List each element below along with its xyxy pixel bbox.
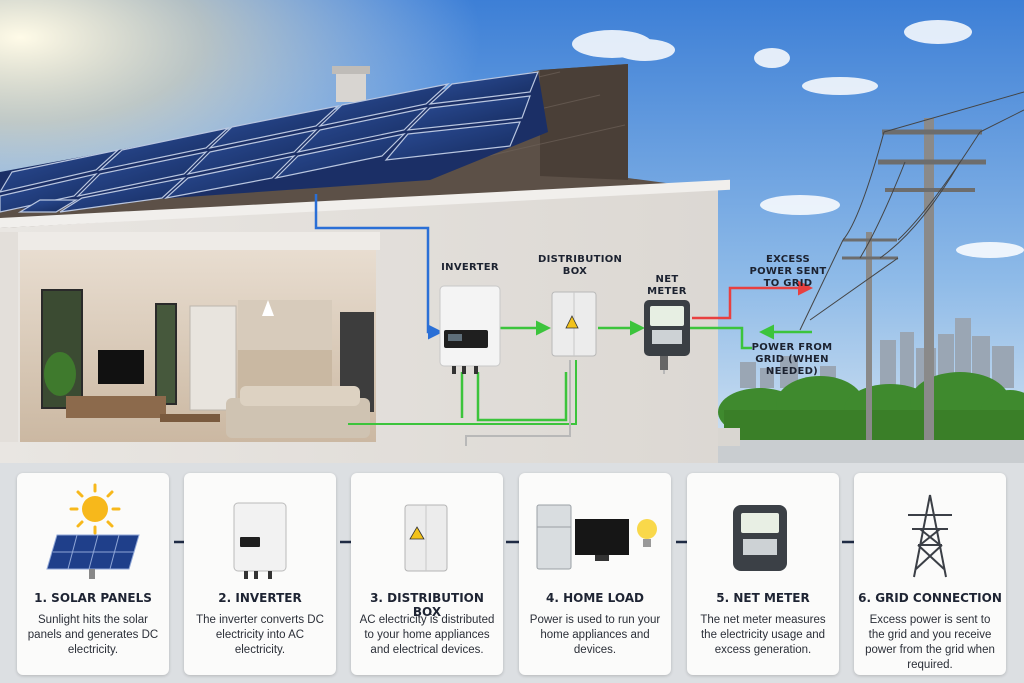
sofa — [226, 398, 370, 438]
step-description: Excess power is sent to the grid and you… — [865, 614, 995, 671]
porch-column — [0, 232, 18, 442]
grid-export-arrow — [692, 280, 813, 320]
transmission-tower-icon — [908, 494, 952, 578]
step-description: Sunlight hits the solar panels and gener… — [27, 614, 159, 656]
step-description: The inverter converts DC electricity int… — [196, 614, 324, 656]
distribution-box-device — [551, 291, 597, 357]
net-meter-label: NET METER — [647, 274, 687, 297]
step-card-grid-connection: 6. GRID CONNECTION Excess power is sent … — [854, 473, 1006, 675]
step-title: 2. INVERTER — [218, 591, 302, 605]
process-steps: 1. SOLAR PANELS Sunlight hits the solar … — [0, 463, 1024, 683]
clouds — [572, 20, 1024, 258]
ac-wires — [348, 320, 752, 425]
step-title: 1. SOLAR PANELS — [34, 591, 152, 605]
roof-fascia — [0, 179, 730, 228]
home-appliances-icon — [536, 504, 657, 570]
distribution-box-label: DISTRIBUTION BOX — [538, 254, 623, 277]
step-description: AC electricity is distributed to your ho… — [359, 614, 495, 656]
step-description: The net meter measures the electricity u… — [700, 614, 826, 656]
step-card-home-load: 4. HOME LOAD Power is used to run your h… — [519, 473, 671, 675]
inverter-label: INVERTER — [441, 262, 499, 273]
dc-wire — [314, 194, 443, 340]
net-meter-device — [644, 300, 690, 370]
step-title: 5. NET METER — [716, 591, 810, 605]
power-from-grid-label: POWER FROM GRID (WHEN NEEDED) — [751, 342, 833, 377]
step-card-inverter: 2. INVERTER The inverter converts DC ele… — [184, 473, 336, 675]
distribution-box-icon — [404, 504, 448, 572]
porch-beam — [0, 232, 380, 250]
utility-pole-near — [878, 118, 986, 458]
roof-dark-side — [540, 64, 628, 180]
chimney — [336, 72, 366, 102]
step-card-solar-panels: 1. SOLAR PANELS Sunlight hits the solar … — [17, 473, 169, 675]
step-card-distribution-box: 3. DISTRIBUTION BOX AC electricity is di… — [351, 473, 503, 675]
solar-panel-icon — [46, 483, 140, 579]
net-meter-icon — [733, 505, 787, 571]
power-lines — [799, 91, 1024, 331]
tv — [98, 350, 144, 384]
step-title: 3. DISTRIBUTION BOX — [370, 591, 484, 619]
step-description: Power is used to run your home appliance… — [529, 614, 661, 656]
living-room-interior — [20, 250, 376, 442]
step-title: 4. HOME LOAD — [546, 591, 644, 605]
step-card-net-meter: 5. NET METER The net meter measures the … — [687, 473, 839, 675]
excess-power-label: EXCESS POWER SENT TO GRID — [749, 254, 827, 289]
plant — [44, 352, 76, 396]
step-title: 6. GRID CONNECTION — [858, 591, 1002, 605]
solar-house-scene — [0, 0, 1024, 470]
inverter-device — [439, 285, 501, 374]
inverter-icon — [233, 502, 287, 579]
roof-solar-array — [0, 71, 548, 213]
